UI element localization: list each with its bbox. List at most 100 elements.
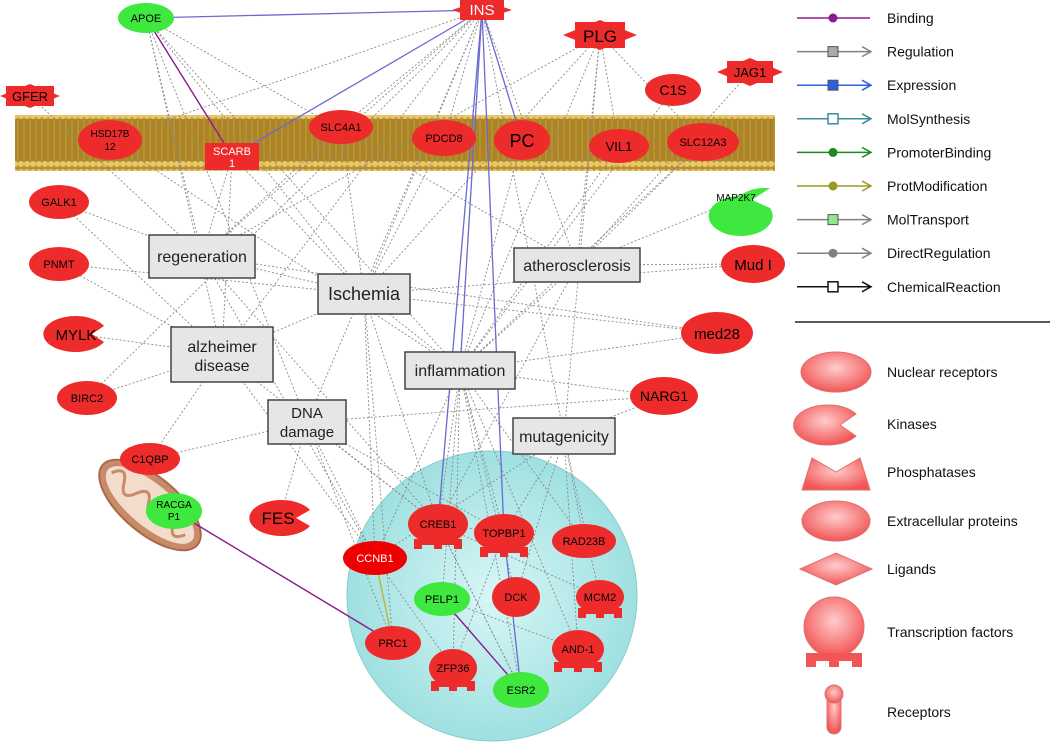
node-label: DCK (504, 592, 528, 604)
legend-edge-chemicalreaction: ChemicalReaction (797, 279, 1001, 295)
process-dna-damage[interactable]: DNA damage (267, 399, 347, 445)
node-pelp1[interactable]: PELP1 (414, 582, 470, 616)
legend-edge-directregulation: DirectRegulation (797, 245, 991, 261)
node-pnmt[interactable]: PNMT (29, 247, 89, 281)
regulation-edge (149, 354, 222, 460)
legend-marker (827, 46, 839, 58)
node-zfp36[interactable]: ZFP36 (429, 649, 477, 691)
node-map2k7[interactable]: MAP2K7 (708, 187, 773, 236)
legend-edge-moltransport: MolTransport (797, 212, 969, 228)
legend-label: Phosphatases (887, 464, 976, 480)
regulation-edge (437, 370, 460, 525)
node-and1[interactable]: AND-1 (552, 630, 604, 672)
legend-label: DirectRegulation (887, 245, 991, 261)
node-fes[interactable]: FES (249, 500, 310, 537)
node-ccnb1[interactable]: CCNB1 (343, 541, 407, 575)
process-regeneration[interactable]: regeneration (148, 234, 256, 279)
node-rad23b[interactable]: RAD23B (552, 524, 616, 558)
process-inflammation[interactable]: inflammation (404, 351, 516, 390)
legend-label: MolTransport (887, 212, 969, 228)
node-hsd17b12[interactable]: HSD17B 12 (78, 120, 142, 160)
process-alzheimer-disease[interactable]: alzheimer disease (170, 326, 274, 383)
node-mud1[interactable]: Mud I (721, 245, 785, 283)
node-label: C1S (659, 82, 686, 98)
legend-receptors: Receptors (824, 684, 951, 735)
regulation-edge (307, 422, 376, 559)
node-pdcd8[interactable]: PDCD8 (412, 120, 476, 156)
process-label: DNA (291, 405, 323, 422)
node-apoe[interactable]: APOE (118, 3, 174, 33)
regulation-edge (600, 35, 704, 143)
expression-edge (459, 10, 482, 371)
regulation-edge (341, 127, 365, 295)
regulation-edge (564, 436, 601, 598)
regulation-edge (58, 263, 222, 354)
legend-label: Expression (887, 77, 956, 93)
node-mylk[interactable]: MYLK (43, 316, 104, 352)
node-prc1[interactable]: PRC1 (365, 626, 421, 660)
node-label: VIL1 (606, 139, 633, 154)
legend-edge-expression: Expression (797, 77, 956, 93)
node-galk1[interactable]: GALK1 (29, 185, 89, 219)
regulation-edge (459, 35, 600, 371)
node-racgap1[interactable]: RACGA P1 (146, 493, 202, 529)
node-label: AND-1 (561, 644, 594, 656)
legend-marker (828, 147, 838, 157)
regulation-edge (364, 263, 754, 294)
regulation-edge (374, 557, 453, 668)
regulation-edge (110, 140, 461, 371)
node-c1qbp[interactable]: C1QBP (120, 443, 180, 475)
node-label: Mud I (734, 257, 772, 274)
node-label: PDCD8 (425, 133, 462, 145)
regulation-edge (86, 10, 482, 399)
node-pc[interactable]: PC (494, 120, 550, 160)
process-mutagenicity[interactable]: mutagenicity (512, 417, 616, 455)
node-topbp1[interactable]: TOPBP1 (474, 514, 534, 557)
node-label: med28 (694, 326, 740, 343)
node-ins[interactable]: INS (452, 0, 512, 20)
node-narg1[interactable]: NARG1 (630, 377, 698, 415)
process-atherosclerosis[interactable]: atherosclerosis (513, 247, 641, 283)
node-scarb1[interactable]: SCARB 1 (205, 143, 259, 170)
regulation-edge (75, 333, 222, 354)
node-slc4a1[interactable]: SLC4A1 (309, 110, 373, 144)
node-dck[interactable]: DCK (492, 577, 540, 617)
legend-phosphatases: Phosphatases (801, 457, 976, 491)
node-med28[interactable]: med28 (681, 312, 753, 354)
node-slc12a3[interactable]: SLC12A3 (667, 123, 739, 161)
node-label: JAG1 (734, 65, 767, 80)
process-label: atherosclerosis (523, 258, 631, 275)
node-label: GALK1 (41, 197, 76, 209)
regulation-edge (146, 18, 223, 355)
regulation-edge (460, 370, 517, 598)
node-esr2[interactable]: ESR2 (493, 672, 549, 708)
node-plg[interactable]: PLG (563, 20, 637, 50)
node-mcm2[interactable]: MCM2 (576, 580, 624, 618)
legend-label: ChemicalReaction (887, 279, 1001, 295)
node-label: MAP2K7 (716, 193, 756, 204)
process-boxes: regeneration Ischemia atherosclerosis al… (148, 234, 641, 455)
node-creb1[interactable]: CREB1 (408, 504, 468, 549)
regulation-edge (459, 142, 703, 371)
regulation-edge (460, 370, 579, 650)
legend-edge-promoterbinding: PromoterBinding (797, 144, 991, 160)
legend-label: Receptors (887, 704, 951, 720)
legend-edge-protmodification: ProtModification (797, 178, 987, 194)
regulation-edge (202, 256, 718, 334)
regulation-edge (459, 140, 522, 371)
edges (29, 10, 754, 690)
legend-label: Nuclear receptors (887, 364, 998, 380)
node-label: RACGA (156, 500, 192, 511)
node-vil1[interactable]: VIL1 (589, 129, 649, 163)
process-ischemia[interactable]: Ischemia (317, 273, 411, 315)
node-gfer[interactable]: GFER (0, 84, 60, 108)
node-c1s[interactable]: C1S (645, 74, 701, 106)
node-jag1[interactable]: JAG1 (717, 58, 783, 86)
regulation-edge (340, 10, 482, 128)
regulation-edge (58, 263, 364, 294)
expression-edge (482, 10, 505, 534)
regulation-edge (437, 523, 504, 533)
regulation-edge (221, 156, 232, 355)
expression-edge (231, 10, 482, 157)
node-birc2[interactable]: BIRC2 (57, 381, 117, 415)
